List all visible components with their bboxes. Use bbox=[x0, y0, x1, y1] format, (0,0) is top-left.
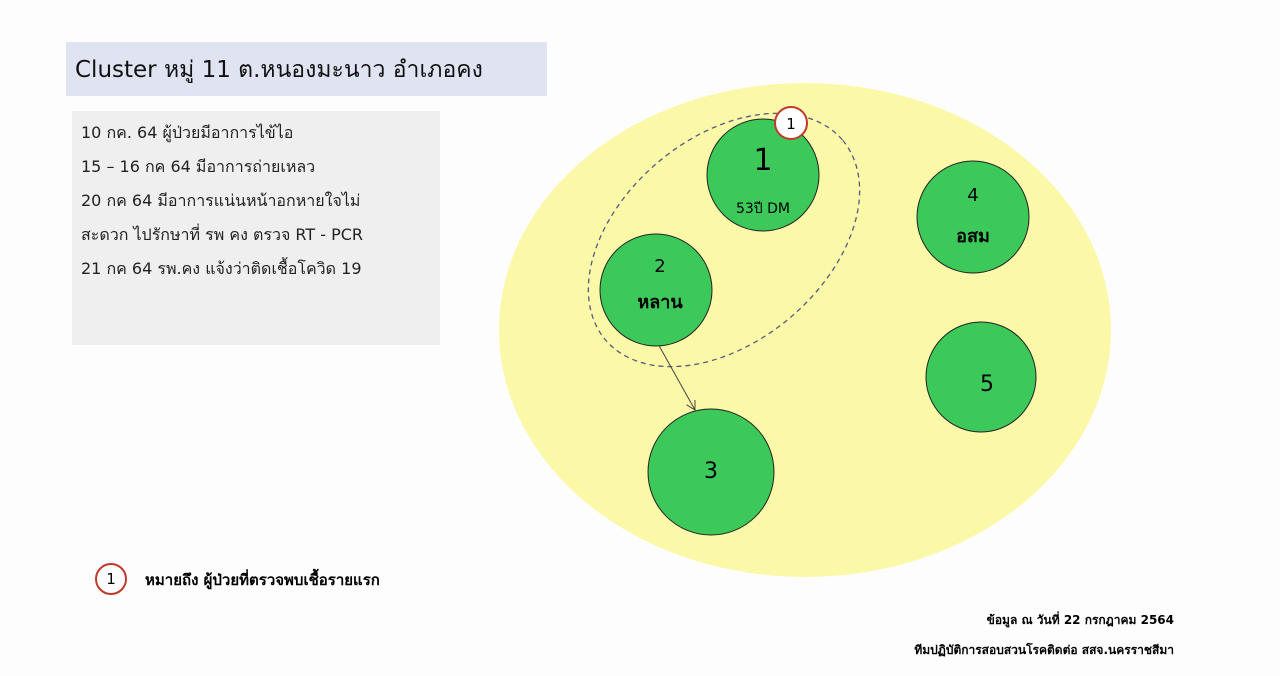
svg-text:2: 2 bbox=[654, 256, 665, 277]
node-3: 3 bbox=[647, 408, 775, 536]
footer-team: ทีมปฏิบัติการสอบสวนโรคติดต่อ สสจ.นครราชส… bbox=[914, 643, 1174, 657]
legend-badge: 1 bbox=[95, 563, 127, 595]
node-1: 1 53ปี DM bbox=[706, 118, 820, 232]
node-5: 5 bbox=[925, 321, 1037, 433]
timeline-line: 10 กค. 64 ผู้ป่วยมีอาการไข้ไอ bbox=[81, 123, 294, 142]
slide-title: Cluster หมู่ 11 ต.หนองมะนาว อำเภอคง bbox=[66, 42, 547, 96]
node-2: 2 หลาน bbox=[599, 233, 713, 347]
timeline-line: สะดวก ไปรักษาที่ รพ คง ตรวจ RT - PCR bbox=[81, 225, 364, 244]
svg-text:1: 1 bbox=[753, 143, 772, 178]
footer-date: ข้อมูล ณ วันที่ 22 กรกฎาคม 2564 bbox=[986, 613, 1174, 627]
timeline-line: 20 กค 64 มีอาการแน่นหน้าอกหายใจไม่ bbox=[81, 191, 361, 210]
timeline-box: 10 กค. 64 ผู้ป่วยมีอาการไข้ไอ 15 – 16 กค… bbox=[72, 111, 440, 345]
svg-text:5: 5 bbox=[980, 372, 994, 397]
svg-text:หลาน: หลาน bbox=[637, 292, 683, 313]
svg-text:อสม: อสม bbox=[956, 226, 990, 247]
svg-text:3: 3 bbox=[704, 459, 718, 484]
index-case-badge: 1 bbox=[774, 106, 808, 140]
transmission-arrow bbox=[656, 341, 695, 410]
svg-text:53ปี DM: 53ปี DM bbox=[736, 201, 790, 217]
svg-text:4: 4 bbox=[967, 185, 978, 206]
timeline-line: 21 กค 64 รพ.คง แจ้งว่าติดเชื้อโควิด 19 bbox=[81, 259, 362, 278]
svg-text:1: 1 bbox=[786, 115, 796, 133]
legend-text: หมายถึง ผู้ป่วยที่ตรวจพบเชื้อรายแรก bbox=[145, 571, 380, 589]
timeline-line: 15 – 16 กค 64 มีอาการถ่ายเหลว bbox=[81, 157, 316, 176]
node-4: 4 อสม bbox=[916, 160, 1030, 274]
